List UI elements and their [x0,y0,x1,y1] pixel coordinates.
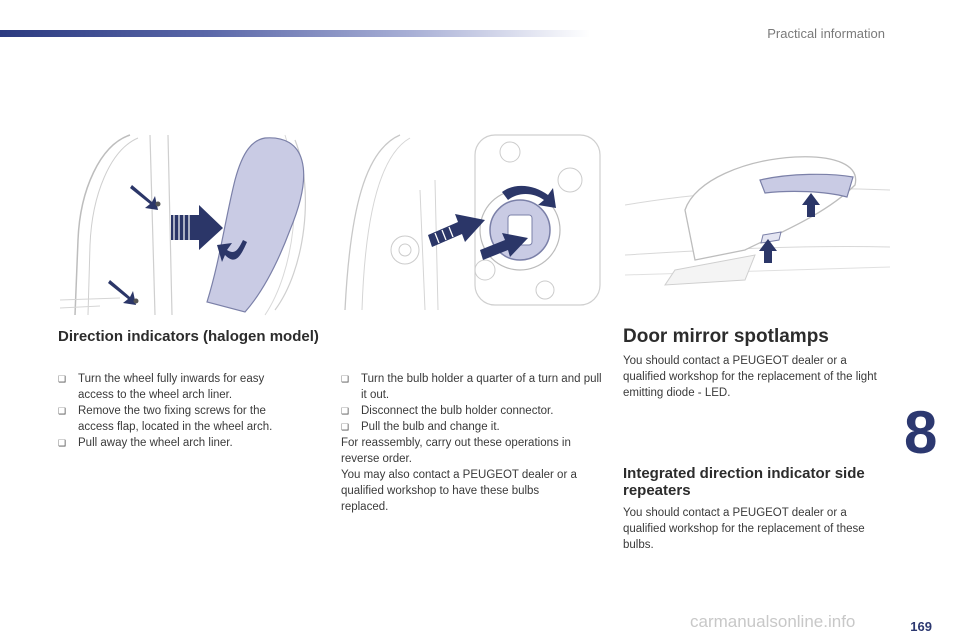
chapter-number: 8 [904,399,938,466]
spotlamp-arrow-upper-icon [802,193,820,217]
checkbox-bullet-icon: ❑ [341,406,350,416]
checkbox-bullet-icon: ❑ [341,422,350,432]
pull-out-arrow-left-icon [428,214,485,247]
header-color-bar [0,30,590,37]
pull-out-arrow-right-icon [480,233,528,260]
checkbox-bullet-icon: ❑ [58,438,67,448]
wheel-arch-screws-illustration [60,134,173,316]
steps-column-2: ❑ Turn the bulb holder a quarter of a tur… [341,371,603,515]
door-mirror-illustration [625,156,890,286]
pull-arrow-icon [217,240,247,262]
step-text: Pull away the wheel arch liner. [78,437,233,449]
door-mirror-spotlamps-title: Door mirror spotlamps [623,326,829,347]
turn-arrow-icon [502,185,556,208]
side-repeaters-text: You should contact a PEUGEOT dealer or a… [623,507,865,551]
reassembly-text: For reassembly, carry out these operatio… [341,437,571,465]
side-repeaters-title: Integrated direction indicator side repe… [623,465,865,499]
bulb-holder-illustration [344,134,601,311]
list-item: ❑ Turn the bulb holder a quarter of a tur… [341,371,603,403]
page-number: 169 [910,619,932,634]
spotlamp-arrow-lower-icon [759,239,777,263]
door-mirror-spotlamps-text: You should contact a PEUGEOT dealer or a… [623,355,877,399]
step-text: Turn the bulb holder a quarter of a turn… [361,373,602,401]
screw-arrow-top-icon [130,185,161,210]
list-item: ❑ Pull the bulb and change it. [341,419,603,435]
step-text: Disconnect the bulb holder connector. [361,405,554,417]
list-item: ❑ Disconnect the bulb holder connector. [341,403,603,419]
screw-arrow-bottom-icon [108,280,139,305]
section-title: Practical information [767,26,885,41]
checkbox-bullet-icon: ❑ [58,374,67,384]
watermark-text: carmanualsonline.info [690,612,856,631]
direction-indicators-title: Direction indicators (halogen model) [58,328,319,345]
list-item: ❑ Pull away the wheel arch liner. [58,435,303,451]
wheel-arch-liner-illustration [171,134,307,316]
steps-column-1: ❑ Turn the wheel fully inwards for easy a… [58,371,303,451]
checkbox-bullet-icon: ❑ [58,406,67,416]
step-text: Remove the two fixing screws for the acc… [78,405,273,433]
contact-text: You may also contact a PEUGEOT dealer or… [341,469,577,513]
step-text: Turn the wheel fully inwards for easy ac… [78,373,265,401]
list-item: ❑ Remove the two fixing screws for the ac… [58,403,303,435]
step-text: Pull the bulb and change it. [361,421,500,433]
checkbox-bullet-icon: ❑ [341,374,350,384]
list-item: ❑ Turn the wheel fully inwards for easy a… [58,371,303,403]
